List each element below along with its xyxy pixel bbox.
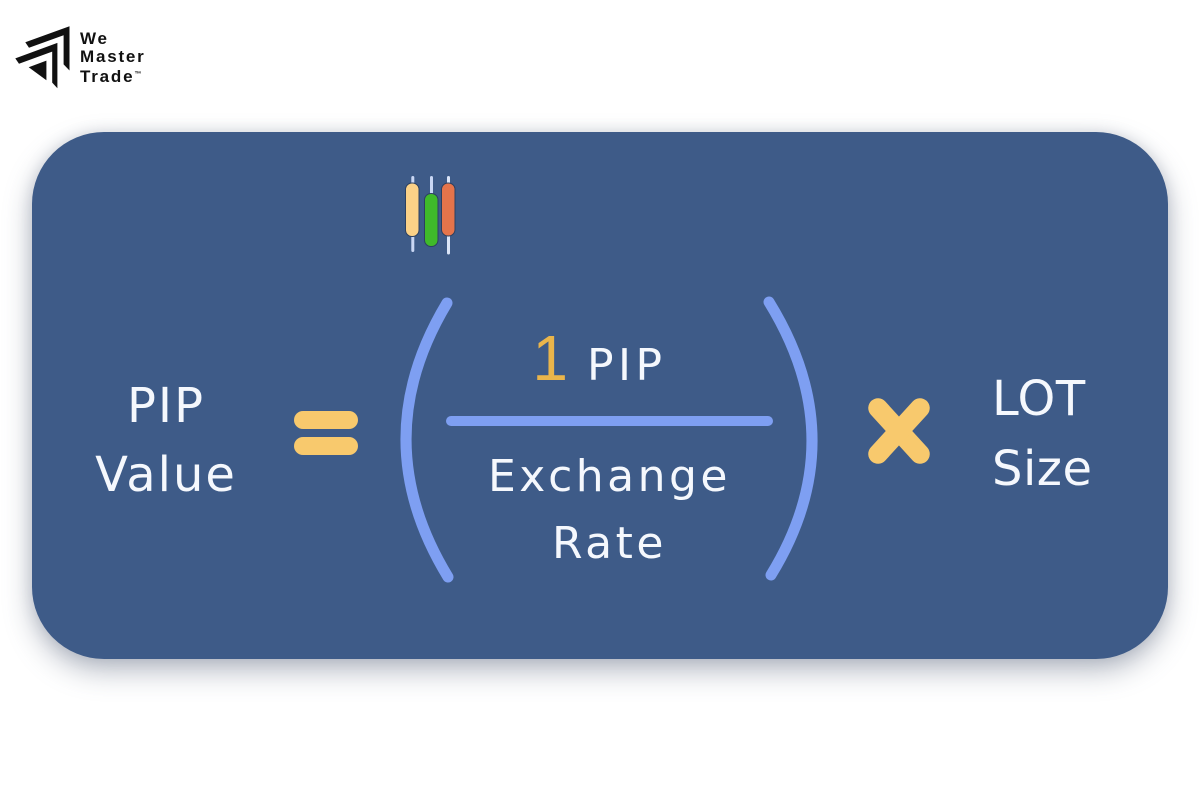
open-paren-icon [400, 297, 454, 583]
result-line-2: Value [95, 447, 237, 503]
trademark-symbol: ™ [134, 71, 142, 79]
logo-line-2: Master [80, 47, 146, 67]
brand-logo: We Master Trade™ [14, 22, 214, 92]
close-paren-icon [763, 296, 818, 581]
denominator: Exchange Rate [446, 444, 773, 577]
logo-line-1: We [80, 29, 109, 48]
multiply-icon [868, 398, 930, 464]
fraction-bar [446, 416, 773, 426]
result-label: PIP Value [36, 372, 296, 510]
candlestick-chart-icon [405, 176, 456, 255]
candle-bodies [405, 182, 456, 247]
logo-line-3: Trade™ [80, 67, 142, 87]
brand-logo-text: We Master Trade™ [80, 29, 146, 87]
result-line-1: PIP [126, 378, 206, 434]
equals-bar-bottom [294, 437, 358, 455]
multiplier-line-2: Size [992, 441, 1093, 497]
denominator-line-1: Exchange [488, 451, 731, 502]
brand-logo-icon [15, 26, 70, 89]
denominator-line-2: Rate [552, 517, 667, 569]
numerator-unit: PIP [587, 340, 667, 391]
multiplier-line-1: LOT [992, 371, 1086, 427]
numerator-coefficient: 1 [532, 322, 569, 394]
multiplier-label: LOT Size [992, 364, 1200, 504]
equals-bar-top [294, 411, 358, 429]
